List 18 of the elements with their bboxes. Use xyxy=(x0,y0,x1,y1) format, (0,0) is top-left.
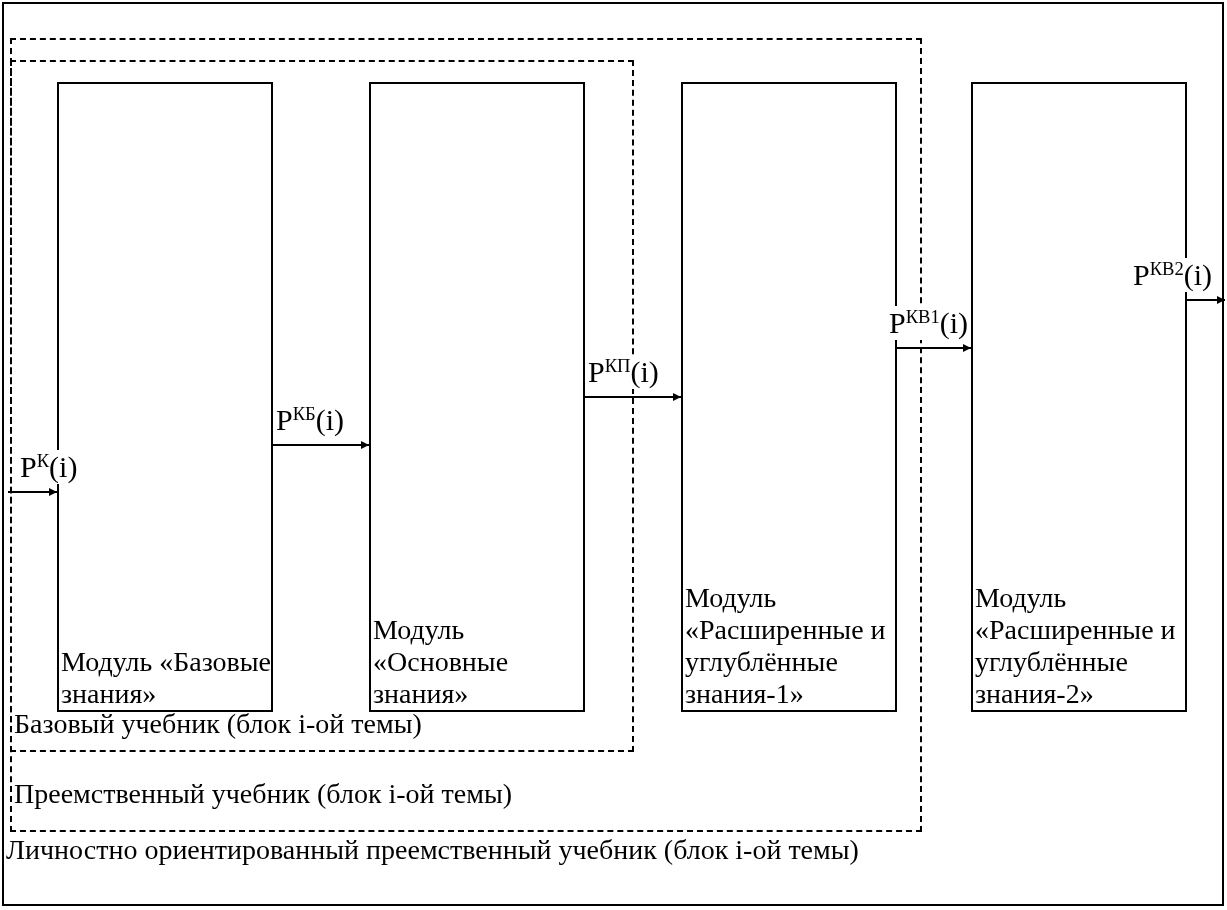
arrow xyxy=(272,441,370,449)
frame-label: Личностно ориентированный преемственный учебник (блок i-ой темы) xyxy=(6,834,859,866)
module-box xyxy=(971,82,1187,712)
arrow xyxy=(896,344,972,352)
module-label: Модуль «Расширенные и углублённые знания-2» xyxy=(975,582,1177,710)
edge-label: P$^{К}$(i) xyxy=(20,450,78,484)
arrow xyxy=(1186,296,1226,304)
edge-label: P$^{КВ1}$(i) xyxy=(889,306,969,340)
module-box xyxy=(369,82,585,712)
module-label: Модуль «Основные знания» xyxy=(373,614,510,710)
frame-label: Преемственный учебник (блок i-ой темы) xyxy=(14,778,513,810)
module-label: Модуль «Расширенные и углублённые знания-1» xyxy=(685,582,887,710)
module-label: Модуль «Базовые знания» xyxy=(61,646,271,710)
arrow xyxy=(7,488,58,496)
edge-label: P$^{КП}$(i) xyxy=(588,355,659,389)
arrow xyxy=(584,393,682,401)
frame-label: Базовый учебник (блок i-ой темы) xyxy=(14,708,422,740)
edge-label: P$^{КВ2}$(i) xyxy=(1133,258,1213,292)
